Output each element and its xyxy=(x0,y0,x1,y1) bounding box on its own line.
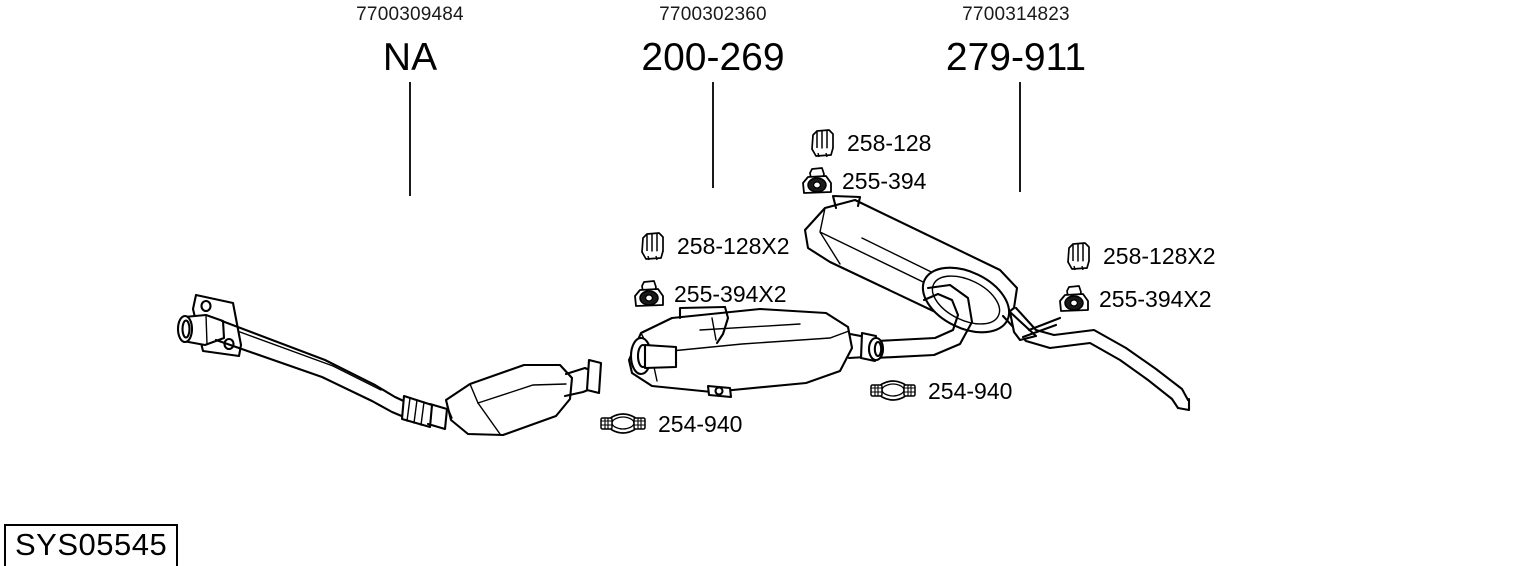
exhaust-bracket-icon xyxy=(641,232,664,261)
callout-label: 255-394X2 xyxy=(674,281,787,307)
rubber-mount-icon xyxy=(634,280,664,307)
callout-label: 254-940 xyxy=(928,377,1013,404)
callout-label: 258-128 xyxy=(847,130,932,156)
front-pipe xyxy=(214,319,410,419)
callout-label: 258-128X2 xyxy=(1103,243,1216,269)
callout-rubber-mount: 255-394X2 xyxy=(632,279,787,310)
exhaust-clamp-icon xyxy=(600,413,646,434)
group-code: 200-269 xyxy=(641,36,785,79)
exhaust-clamp-icon xyxy=(870,380,916,401)
rubber-mount-icon xyxy=(1059,285,1089,312)
front-pipe-bellows xyxy=(400,394,449,431)
system-code-plate: SYS05545 xyxy=(4,524,179,566)
exhaust-bracket-icon xyxy=(1067,242,1090,271)
callout-exhaust-bracket: 258-128X2 xyxy=(638,231,790,262)
callout-exhaust-bracket: 258-128X2 xyxy=(1064,241,1216,272)
group-leader-line xyxy=(1019,82,1021,192)
group-code: 279-911 xyxy=(945,36,1087,79)
callout-label: 254-940 xyxy=(658,410,743,437)
tailpipe xyxy=(1001,306,1191,412)
rear-silencer xyxy=(803,194,1019,362)
system-code-text: SYS05545 xyxy=(15,527,168,562)
callout-exhaust-bracket: 258-128 xyxy=(808,128,931,159)
group-part-number: 7700309484 xyxy=(356,4,464,25)
rubber-mount-icon xyxy=(802,167,832,194)
callout-label: 255-394 xyxy=(842,168,927,194)
callout-rubber-mount: 255-394 xyxy=(800,166,926,197)
callout-label: 255-394X2 xyxy=(1099,286,1212,312)
group-part-number: 7700314823 xyxy=(962,4,1070,25)
callout-label: 258-128X2 xyxy=(677,233,790,259)
centre-silencer xyxy=(627,305,878,399)
exhaust-bracket-icon xyxy=(811,129,834,158)
group-code: NA xyxy=(382,36,438,79)
group-part-number: 7700302360 xyxy=(659,4,767,25)
callout-exhaust-clamp: 254-940 xyxy=(868,377,1012,405)
callout-rubber-mount: 255-394X2 xyxy=(1057,284,1212,315)
group-leader-line xyxy=(409,82,411,196)
front-pipe-flange xyxy=(176,293,243,358)
callout-exhaust-clamp: 254-940 xyxy=(598,410,742,438)
group-leader-line xyxy=(712,82,714,188)
catalytic-converter xyxy=(444,358,603,437)
